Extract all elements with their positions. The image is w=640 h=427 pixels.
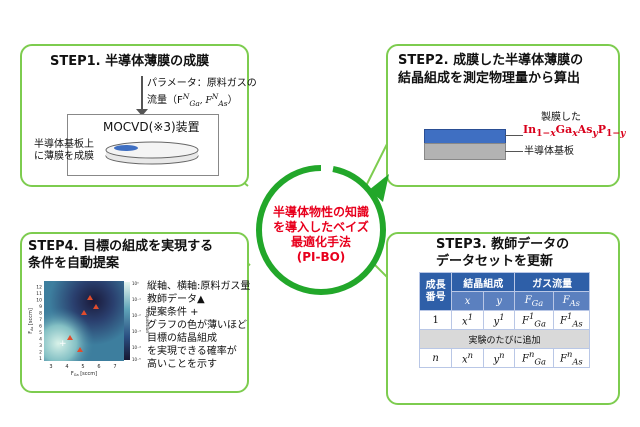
svg-text:4: 4 [65,364,68,370]
svg-text:1: 1 [39,356,42,362]
step1-title: STEP1. 半導体薄膜の成膜 [50,54,210,69]
wafer-dish [105,141,199,165]
cycle-arrow [256,165,389,295]
training-point [81,310,87,315]
svg-text:9: 9 [39,304,42,310]
svg-text:3: 3 [39,343,42,349]
svg-text:10⁰: 10⁰ [132,281,139,286]
y-axis-label: FAs [sccm] [28,308,34,334]
desc-line: 縦軸、横軸:原料ガス量 [147,281,251,292]
desc-line: 目標の結晶組成 [147,333,217,344]
svg-text:6: 6 [97,364,100,370]
training-point [93,304,99,309]
desc-line: を実現できる確率が [147,346,237,357]
training-point [67,335,73,340]
svg-text:10⁻¹: 10⁻¹ [132,297,141,302]
svg-text:5: 5 [39,330,42,336]
table-row: 1 x1 y1 F1Ga F1As [418,310,591,330]
svg-text:8: 8 [39,311,42,317]
mocvd-label: MOCVD(※3)装置 [103,120,200,134]
step3-title-line1: STEP3. 教師データの [436,237,570,252]
table-row: n xn yn FnGa FnAs [418,348,591,368]
svg-text:5: 5 [81,364,84,370]
experiment-note: 実験のたびに追加 [419,329,590,349]
center-line1: 半導体物性の知識 [272,205,369,219]
step4-title-line1: STEP4. 目標の組成を実現する [28,239,214,254]
svg-text:10⁻³: 10⁻³ [132,329,141,334]
svg-text:12: 12 [36,285,42,291]
step1-arrow-head [136,109,148,116]
training-point [87,295,93,300]
training-point [77,347,83,352]
subheader-x: x [451,291,484,311]
step1-substrate-line1: 半導体基板上 [34,139,94,150]
svg-text:10⁻⁴: 10⁻⁴ [132,345,141,350]
step4-title-line2: 条件を自動提案 [28,256,120,271]
step4-description: 縦軸、横軸:原料ガス量 教師データ▲ 提案条件 + グラフの色が薄いほど 目標の… [147,280,250,371]
svg-text:6: 6 [39,324,42,330]
svg-text:2: 2 [39,350,42,356]
subheader-fga: FGa [514,291,554,311]
step2-film-label: 製膜した [541,112,581,123]
desc-line: グラフの色が薄いほど [147,320,247,331]
colorbar-label: acquisition [144,309,150,334]
x-axis-label: FGa [sccm] [71,371,97,377]
subheader-y: y [482,291,516,311]
colorbar: 10⁰ 10⁻¹ 10⁻² 10⁻³ 10⁻⁴ 10⁻⁵ acquisition [124,281,150,362]
step1-param-end: ） [227,95,238,106]
svg-text:10⁻²: 10⁻² [132,313,141,318]
film-layer [424,129,506,144]
substrate-layer [424,143,506,160]
proposed-point: + [59,339,67,349]
training-data-table: 成長番号 結晶組成 ガス流量 x y FGa FAs 1 x1 y1 F1Ga … [418,272,591,368]
step1-param-symbols: NGa, FNAs [182,92,228,108]
x-ticks: 3 4 5 6 7 [49,364,116,370]
step2-pointer [505,135,523,136]
step1-arrow [141,76,143,112]
step2-pointer2 [505,151,523,152]
step1-param-line2: 流量（FNGa, FNAs） [147,91,238,110]
svg-text:11: 11 [36,291,42,297]
step2-panel [386,44,620,187]
step1-param-prefix: 流量（F [147,95,183,106]
svg-text:7: 7 [39,317,42,323]
center-line2: を導入したベイズ [273,220,369,234]
desc-line: 高いことを示す [147,359,217,370]
subheader-fas: FAs [552,291,591,311]
center-method: 半導体物性の知識 を導入したベイズ 最適化手法 (PI-BO) [251,205,391,265]
svg-text:3: 3 [49,364,52,370]
step1-substrate-line2: に薄膜を成膜 [34,151,94,162]
header-composition: 結晶組成 [451,272,516,292]
header-gas-flow: ガス流量 [514,272,590,292]
step2-title-line2: 結晶組成を測定物理量から算出 [398,71,581,86]
step2-title-line1: STEP2. 成膜した半導体薄膜の [398,53,584,68]
step2-formula: In1−xGaxAsyP1−y [523,123,626,140]
svg-text:7: 7 [113,364,116,370]
svg-text:10: 10 [36,298,42,304]
desc-line: 教師データ▲ [147,294,205,305]
step1-param-line1: パラメータ：原料ガスの [147,78,257,89]
center-line3: 最適化手法 [290,235,351,249]
step2-substrate-label: 半導体基板 [524,146,574,157]
svg-text:4: 4 [39,337,42,343]
header-growth-number: 成長番号 [418,272,453,311]
step3-title-line2: データセットを更新 [436,254,554,269]
center-line4: (PI-BO) [296,250,346,264]
desc-line: 提案条件 + [147,307,199,318]
svg-text:10⁻⁵: 10⁻⁵ [132,357,141,362]
table-row-note: 実験のたびに追加 [419,329,590,349]
